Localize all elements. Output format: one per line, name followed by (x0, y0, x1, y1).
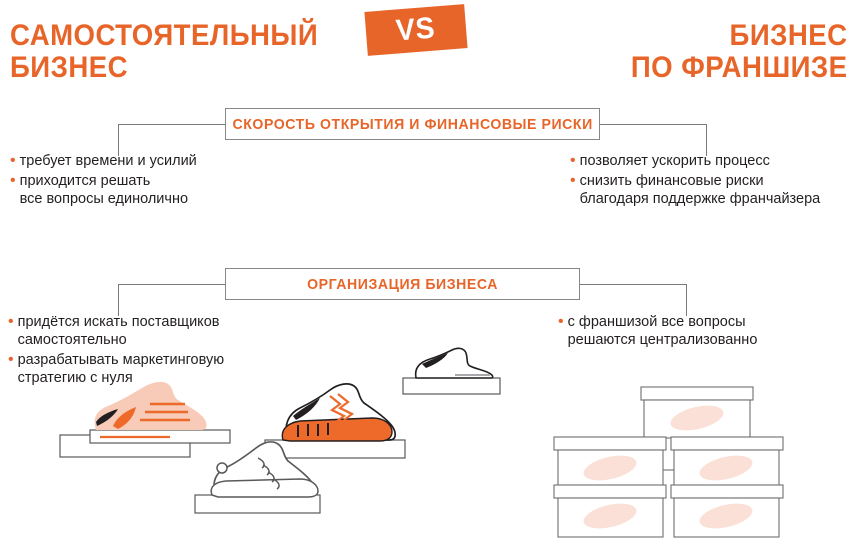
list-item: • снизить финансовые риски благодаря под… (570, 172, 858, 208)
bullet-list-section-1-right: • позволяет ускорить процесс • снизить ф… (570, 152, 858, 210)
list-item-label: разрабатывать маркетинговую стратегию с … (17, 352, 225, 386)
shoe-box-icon (553, 436, 667, 489)
bullet-dot-icon: • (10, 172, 16, 189)
section-header-box-2: ОРГАНИЗАЦИЯ БИЗНЕСА (225, 268, 580, 300)
bullet-list-section-2-right: • с франшизой все вопросы решаются центр… (558, 313, 858, 351)
list-item-label: требует времени и усилий (19, 153, 197, 169)
list-item-label: снизить финансовые риски благодаря подде… (579, 173, 821, 207)
list-item: • приходится решать все вопросы единолич… (10, 172, 340, 208)
shoe-boxes-illustration (553, 386, 784, 538)
bullet-list-section-1-left: • требует времени и усилий • приходится … (10, 152, 340, 210)
page-title-right: БИЗНЕС ПО ФРАНШИЗЕ (631, 19, 848, 84)
section-title-1: СКОРОСТЬ ОТКРЫТИЯ И ФИНАНСОВЫЕ РИСКИ (232, 115, 593, 133)
sneaker-lineart-icon (194, 441, 321, 514)
shoe-box-icon (670, 436, 784, 489)
shoe-box-icon (670, 484, 784, 538)
vs-badge-label: VS (395, 11, 437, 48)
list-item: • придётся искать поставщиков самостояте… (8, 313, 348, 349)
page-title-left: САМОСТОЯТЕЛЬНЫЙ БИЗНЕС (10, 19, 319, 84)
connector-line-section-1-right (599, 124, 707, 156)
list-item-label: позволяет ускорить процесс (579, 153, 770, 169)
section-header-box-1: СКОРОСТЬ ОТКРЫТИЯ И ФИНАНСОВЫЕ РИСКИ (225, 108, 600, 140)
sneaker-orange-icon (264, 383, 406, 459)
connector-line-section-1-left (118, 124, 226, 156)
bullet-dot-icon: • (570, 152, 576, 169)
bullet-dot-icon: • (570, 172, 576, 189)
list-item-label: с франшизой все вопросы решаются централ… (567, 314, 758, 348)
sneakers-illustration (59, 347, 501, 514)
list-item: • с франшизой все вопросы решаются центр… (558, 313, 858, 349)
list-item: • позволяет ускорить процесс (570, 152, 858, 170)
bullet-dot-icon: • (558, 313, 564, 330)
bullet-list-section-2-left: • придётся искать поставщиков самостояте… (8, 313, 348, 389)
bullet-dot-icon: • (8, 351, 14, 368)
list-item: • разрабатывать маркетинговую стратегию … (8, 351, 348, 387)
connector-line-section-2-left (118, 284, 226, 316)
bullet-dot-icon: • (8, 313, 14, 330)
shoe-box-icon (553, 484, 667, 538)
list-item-label: приходится решать все вопросы единолично (19, 173, 189, 207)
sneaker-pink-icon (59, 381, 231, 458)
list-item: • требует времени и усилий (10, 152, 340, 170)
list-item-label: придётся искать поставщиков самостоятель… (17, 314, 220, 348)
bullet-dot-icon: • (10, 152, 16, 169)
section-title-2: ОРГАНИЗАЦИЯ БИЗНЕСА (307, 275, 498, 293)
connector-line-section-2-right (579, 284, 687, 316)
sneaker-white-outline-icon (402, 347, 501, 395)
vs-badge: VS (364, 4, 468, 56)
